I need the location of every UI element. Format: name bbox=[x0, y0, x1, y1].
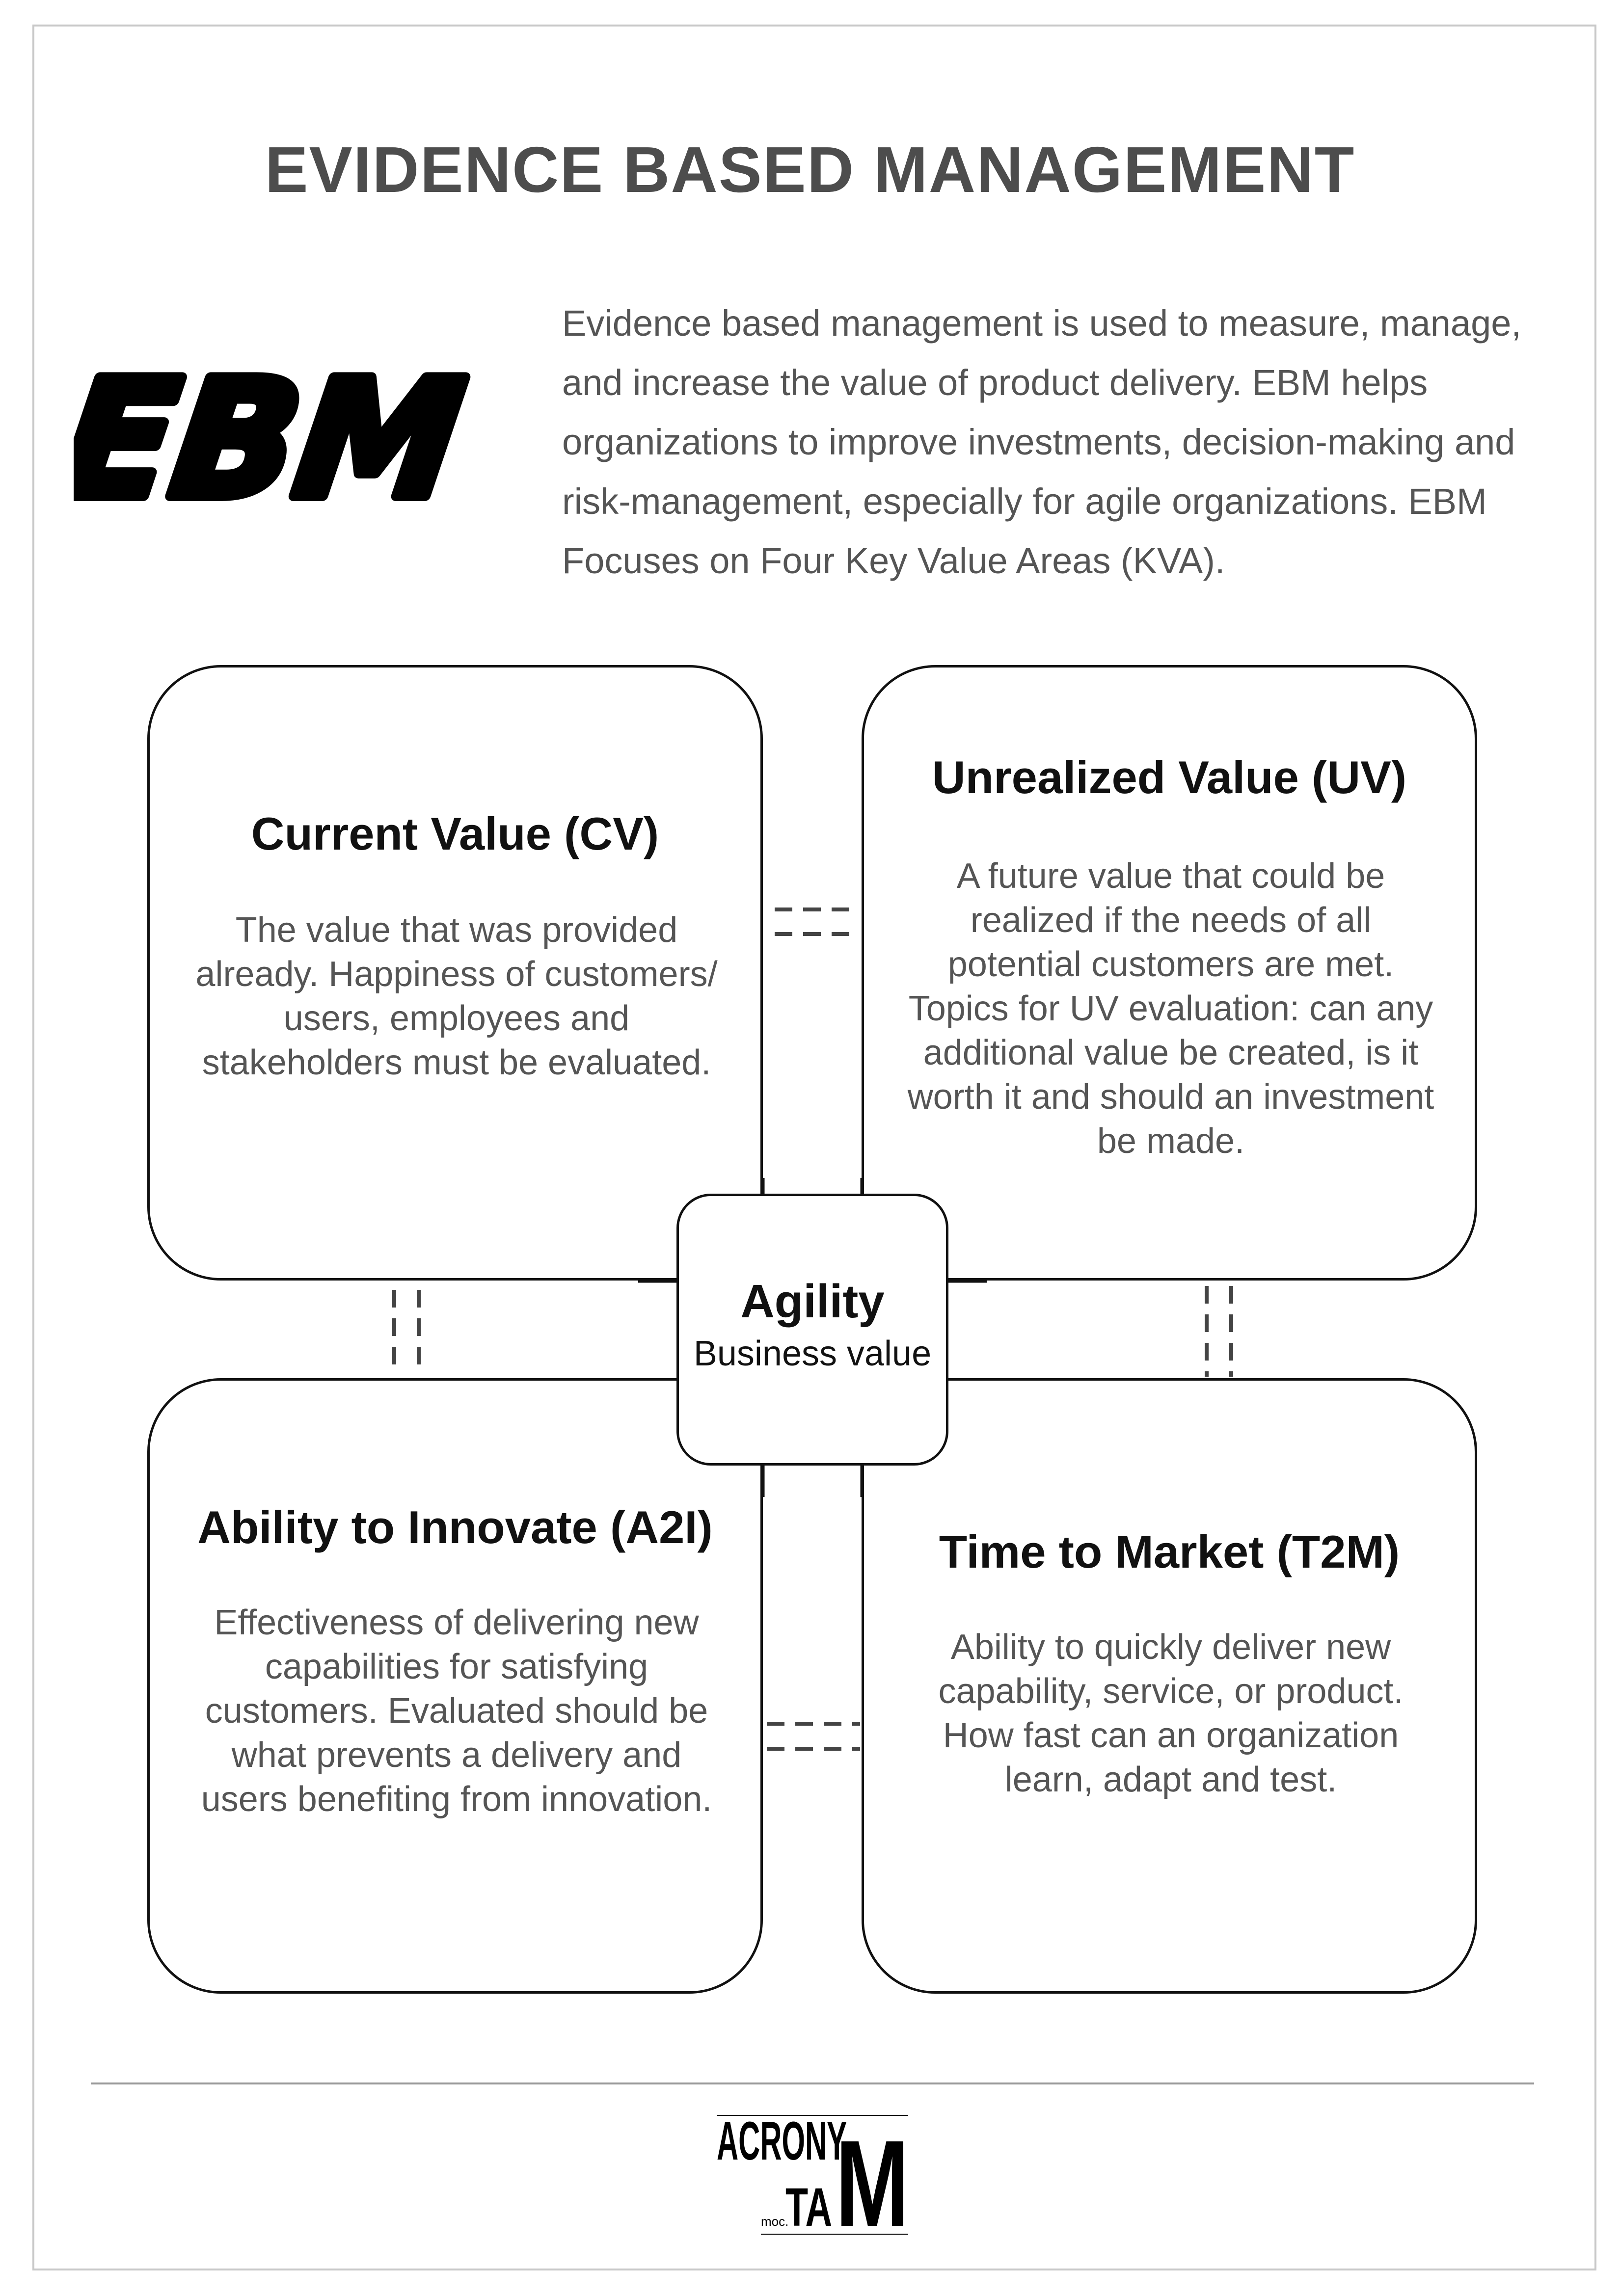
card-line: worth it and should an investment bbox=[907, 1077, 1434, 1117]
card-line: A future value that could be bbox=[956, 856, 1385, 896]
card-line: already. Happiness of customers/ bbox=[195, 955, 718, 994]
intro-paragraph: Evidence based management is used to mea… bbox=[562, 294, 1539, 590]
card-text-uv: A future value that could be realized if… bbox=[884, 854, 1458, 1163]
card-line: users, employees and bbox=[283, 999, 630, 1038]
card-title-uv: Unrealized Value (UV) bbox=[932, 751, 1407, 803]
card-line: How fast can an organization bbox=[943, 1716, 1399, 1755]
intro-line: organizations to improve investments, de… bbox=[562, 422, 1515, 462]
card-text-cv: The value that was provided already. Hap… bbox=[169, 908, 744, 1085]
card-line: Ability to quickly deliver new bbox=[950, 1628, 1391, 1667]
acronymat-logo: ACRONY TA moc. M bbox=[717, 2111, 909, 2243]
intro-line: Focuses on Four Key Value Areas (KVA). bbox=[562, 540, 1225, 581]
card-line: be made. bbox=[1097, 1121, 1245, 1161]
card-ability-to-innovate: Ability to Innovate (A2I) Effectiveness … bbox=[147, 1378, 763, 1994]
card-line: stakeholders must be evaluated. bbox=[202, 1043, 711, 1082]
center-title: Agility bbox=[740, 1275, 885, 1328]
intro-line: Evidence based management is used to mea… bbox=[562, 303, 1521, 344]
card-line: realized if the needs of all bbox=[970, 901, 1372, 940]
center-agility-box: Agility Business value bbox=[676, 1194, 948, 1466]
card-text-a2i: Effectiveness of delivering new capabili… bbox=[169, 1601, 744, 1821]
card-current-value: Current Value (CV) The value that was pr… bbox=[147, 665, 763, 1281]
card-unrealized-value: Unrealized Value (UV) A future value tha… bbox=[862, 665, 1477, 1281]
card-title-a2i: Ability to Innovate (A2I) bbox=[197, 1501, 713, 1553]
card-title-t2m: Time to Market (T2M) bbox=[939, 1526, 1400, 1577]
brand-small: moc. bbox=[761, 2214, 788, 2229]
card-line: customers. Evaluated should be bbox=[205, 1691, 708, 1731]
card-line: users benefiting from innovation. bbox=[201, 1780, 712, 1819]
card-title-cv: Current Value (CV) bbox=[251, 808, 659, 859]
card-line: capabilities for satisfying bbox=[265, 1647, 648, 1686]
brand-line1: ACRONY bbox=[717, 2111, 847, 2171]
card-line: what prevents a delivery and bbox=[231, 1735, 682, 1775]
card-line: potential customers are met. bbox=[947, 945, 1394, 984]
page-frame bbox=[32, 25, 1596, 2270]
card-line: capability, service, or product. bbox=[938, 1672, 1404, 1711]
intro-line: and increase the value of product delive… bbox=[562, 362, 1428, 403]
card-line: The value that was provided bbox=[235, 910, 678, 950]
brand-line2: TA bbox=[785, 2177, 832, 2238]
card-line: additional value be created, is it bbox=[923, 1033, 1419, 1072]
page-title: EVIDENCE BASED MANAGEMENT bbox=[265, 133, 1355, 206]
card-line: learn, adapt and test. bbox=[1004, 1760, 1337, 1799]
center-subtitle: Business value bbox=[693, 1334, 932, 1373]
card-line: Topics for UV evaluation: can any bbox=[908, 989, 1433, 1028]
footer-divider bbox=[91, 2082, 1534, 2084]
ebm-logo-text: EBM bbox=[74, 346, 473, 525]
brand-letter: M bbox=[836, 2115, 909, 2243]
card-line: Effectiveness of delivering new bbox=[214, 1603, 699, 1642]
ebm-logo: EBM bbox=[74, 341, 478, 525]
card-text-t2m: Ability to quickly deliver new capabilit… bbox=[884, 1625, 1458, 1802]
intro-line: risk-management, especially for agile or… bbox=[562, 481, 1487, 522]
card-time-to-market: Time to Market (T2M) Ability to quickly … bbox=[862, 1378, 1477, 1994]
